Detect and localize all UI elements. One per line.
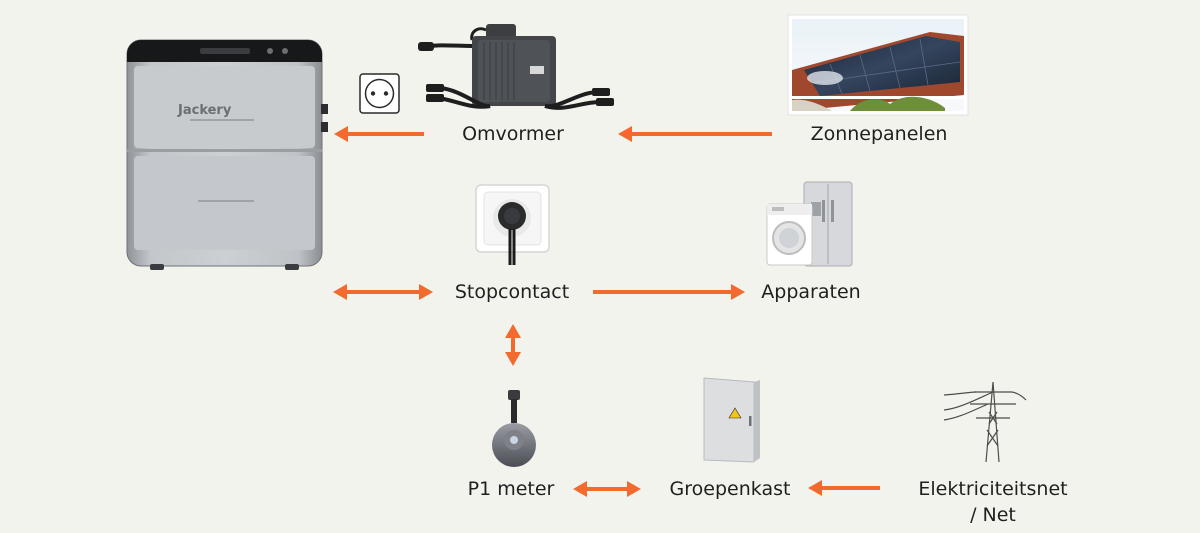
label-fuse-box: Groepenkast <box>669 478 791 500</box>
arrow-solar-to-inverter <box>618 126 772 142</box>
label-grid-line1: Elektriciteitsnet <box>918 478 1068 500</box>
fridge-icon <box>803 181 853 267</box>
label-inverter: Omvormer <box>462 123 564 145</box>
battery-brand-text: Jackery <box>177 103 232 118</box>
arrow-battery-socket <box>333 284 433 300</box>
arrow-grid-to-fusebox <box>808 480 880 496</box>
arrow-socket-to-appliances <box>593 284 745 300</box>
arrow-inverter-to-battery <box>334 126 424 142</box>
label-solar-panels: Zonnepanelen <box>810 123 948 145</box>
washing-machine-icon <box>766 203 813 266</box>
label-p1-meter: P1 meter <box>467 478 555 500</box>
label-grid-line2: / Net <box>970 504 1016 526</box>
arrow-socket-p1 <box>505 324 521 366</box>
label-appliances: Apparaten <box>761 281 861 303</box>
arrow-p1-fusebox <box>573 481 641 497</box>
label-socket: Stopcontact <box>454 281 570 303</box>
